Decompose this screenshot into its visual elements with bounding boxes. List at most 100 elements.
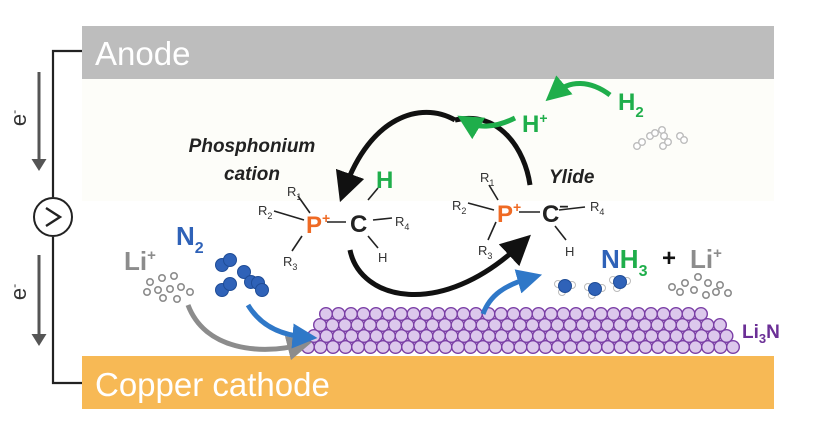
electron-label-bottom: e- [6,284,31,300]
svg-text:R4: R4 [590,199,604,217]
li-ion [680,278,689,287]
li3n-sphere [556,307,571,322]
h2-molecules [633,125,689,150]
cathode: Copper cathode [82,356,774,409]
li3n-sphere [356,307,371,322]
cycle-arrow-protonation [335,109,457,203]
li3n-sphere [494,307,509,322]
li3n-sphere [713,318,728,333]
h2-to-hplus-arrow [545,75,612,102]
li3n-sphere [719,329,734,344]
li3n-sphere [581,307,596,322]
li-ion [159,293,168,302]
li3n-sphere [544,307,559,322]
svg-text:R1: R1 [287,184,301,202]
li3n-sphere [319,307,334,322]
voltmeter-icon [33,197,73,237]
svg-text:R2: R2 [452,198,466,216]
li3n-sphere [394,307,409,322]
nitrogen-atom [255,283,269,297]
li3n-sphere [331,307,346,322]
li-ion [703,278,712,287]
nitrogen-atom [223,277,237,291]
anode: Anode [82,26,774,79]
svg-text:R3: R3 [478,243,492,261]
n2-to-li3n-arrow [245,303,318,349]
li-ions-left [143,271,195,303]
li-ion [689,285,698,294]
n2-molecules [215,253,269,297]
phosphonium-subtitle: cation [224,164,280,185]
li-ion-label-right: Li+ [690,244,722,274]
li-ion [154,285,163,294]
li-ion [177,282,186,291]
nitrogen-atom [223,253,237,267]
nitrogen-atom [237,265,251,279]
ylide-carbon-atom: C− [542,199,569,228]
li-ion [146,277,155,286]
li-ion [158,273,167,282]
hplus-to-cycle-arrow [457,115,517,140]
carbon-atom: C [350,211,367,238]
li-ion [166,284,175,293]
nh3-label: NH3 [601,244,648,280]
li3n-sphere [569,307,584,322]
li-ion [170,271,179,280]
li3n-sphere [344,307,359,322]
li3n-layer [301,307,741,355]
hydrogen-atom [659,141,668,150]
li-ion [723,288,732,297]
li3n-to-nh3-arrow [480,269,543,315]
li3n-sphere [431,307,446,322]
nh3-molecules [554,275,631,299]
cathode-label: Copper cathode [95,366,330,403]
li-ion [693,272,702,281]
li-ion [701,290,710,299]
li3n-sphere [669,307,684,322]
li-ion [667,282,676,291]
wire-top [51,49,82,197]
anode-label: Anode [95,35,190,72]
li3n-sphere [726,340,741,355]
hydrogen-atom [664,137,673,146]
acidic-hydrogen: H [376,167,393,194]
li-ion-label-left: Li+ [124,246,156,276]
li3n-sphere [456,307,471,322]
li-ion [143,287,152,296]
li3n-sphere [519,307,534,322]
li3n-sphere [531,307,546,322]
hydrogen-atom [651,128,660,137]
li3n-sphere [694,307,709,322]
ylide: Ylide R1 R2 R3 R4 P+ C− H [452,167,604,261]
li-ion [675,287,684,296]
ylide-phosphorus-atom: P+ [497,199,521,228]
svg-text:R2: R2 [258,203,272,221]
electron-label-top: e- [6,110,31,126]
li3n-sphere [369,307,384,322]
li3n-sphere [594,307,609,322]
phosphonium-cation: Phosphonium cation R1 R2 R3 R4 P+ C H H [189,136,410,272]
ylide-title: Ylide [549,167,595,188]
li-ion [186,287,195,296]
li3n-sphere [406,307,421,322]
hydrogen-atom [680,135,689,144]
cycle-arrow-deprotonation [347,234,531,297]
hydrogen-atom [633,141,642,150]
li-ion [711,287,720,296]
li3n-sphere [656,307,671,322]
svg-text:H: H [565,244,574,259]
li-to-li3n-arrow [185,304,313,361]
nitrogen-atom [588,282,602,296]
h-plus-label: H+ [522,110,548,138]
phosphorus-atom: P+ [306,210,330,239]
hydrogen-atom [638,137,647,146]
li3n-sphere [506,307,521,322]
nitrogen-atom [613,275,627,289]
li3n-label: Li3N [742,322,780,346]
wire-bottom [51,237,82,385]
li3n-sphere [631,307,646,322]
li3n-sphere [381,307,396,322]
li3n-sphere [469,307,484,322]
h2-label: H2 [618,89,644,121]
